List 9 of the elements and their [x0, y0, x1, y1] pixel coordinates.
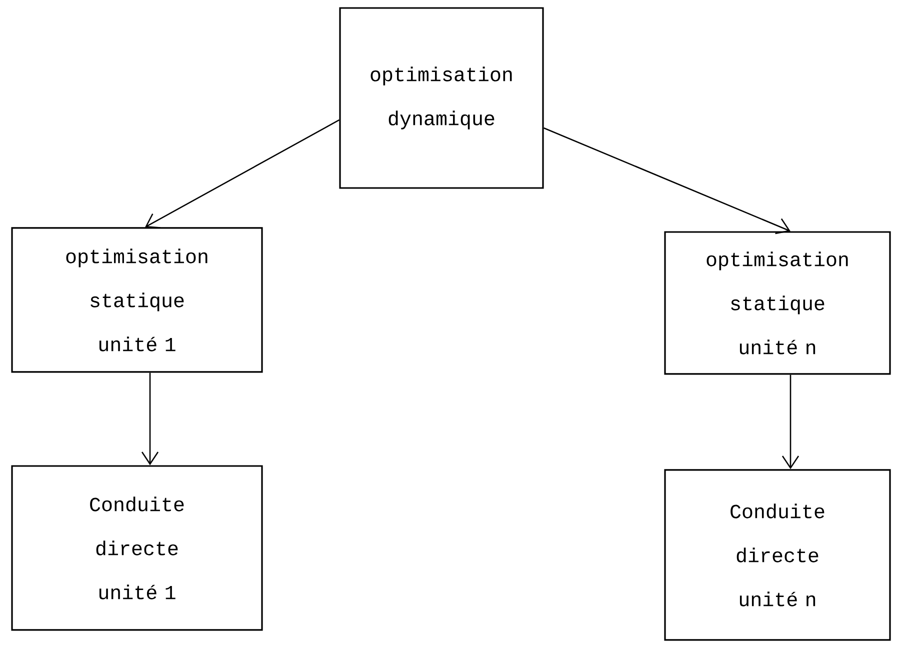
- process-box: optimisation statique unité n: [664, 231, 891, 375]
- process-box: Conduite directe unité n: [664, 469, 891, 641]
- arrow: [544, 127, 790, 234]
- process-box: Conduite directe unité 1: [11, 465, 263, 631]
- arrow: [145, 119, 340, 228]
- process-box: optimisation statique unité 1: [11, 227, 263, 373]
- arrow: [782, 374, 800, 470]
- arrow: [141, 372, 159, 466]
- process-box: optimisation dynamique: [339, 7, 544, 189]
